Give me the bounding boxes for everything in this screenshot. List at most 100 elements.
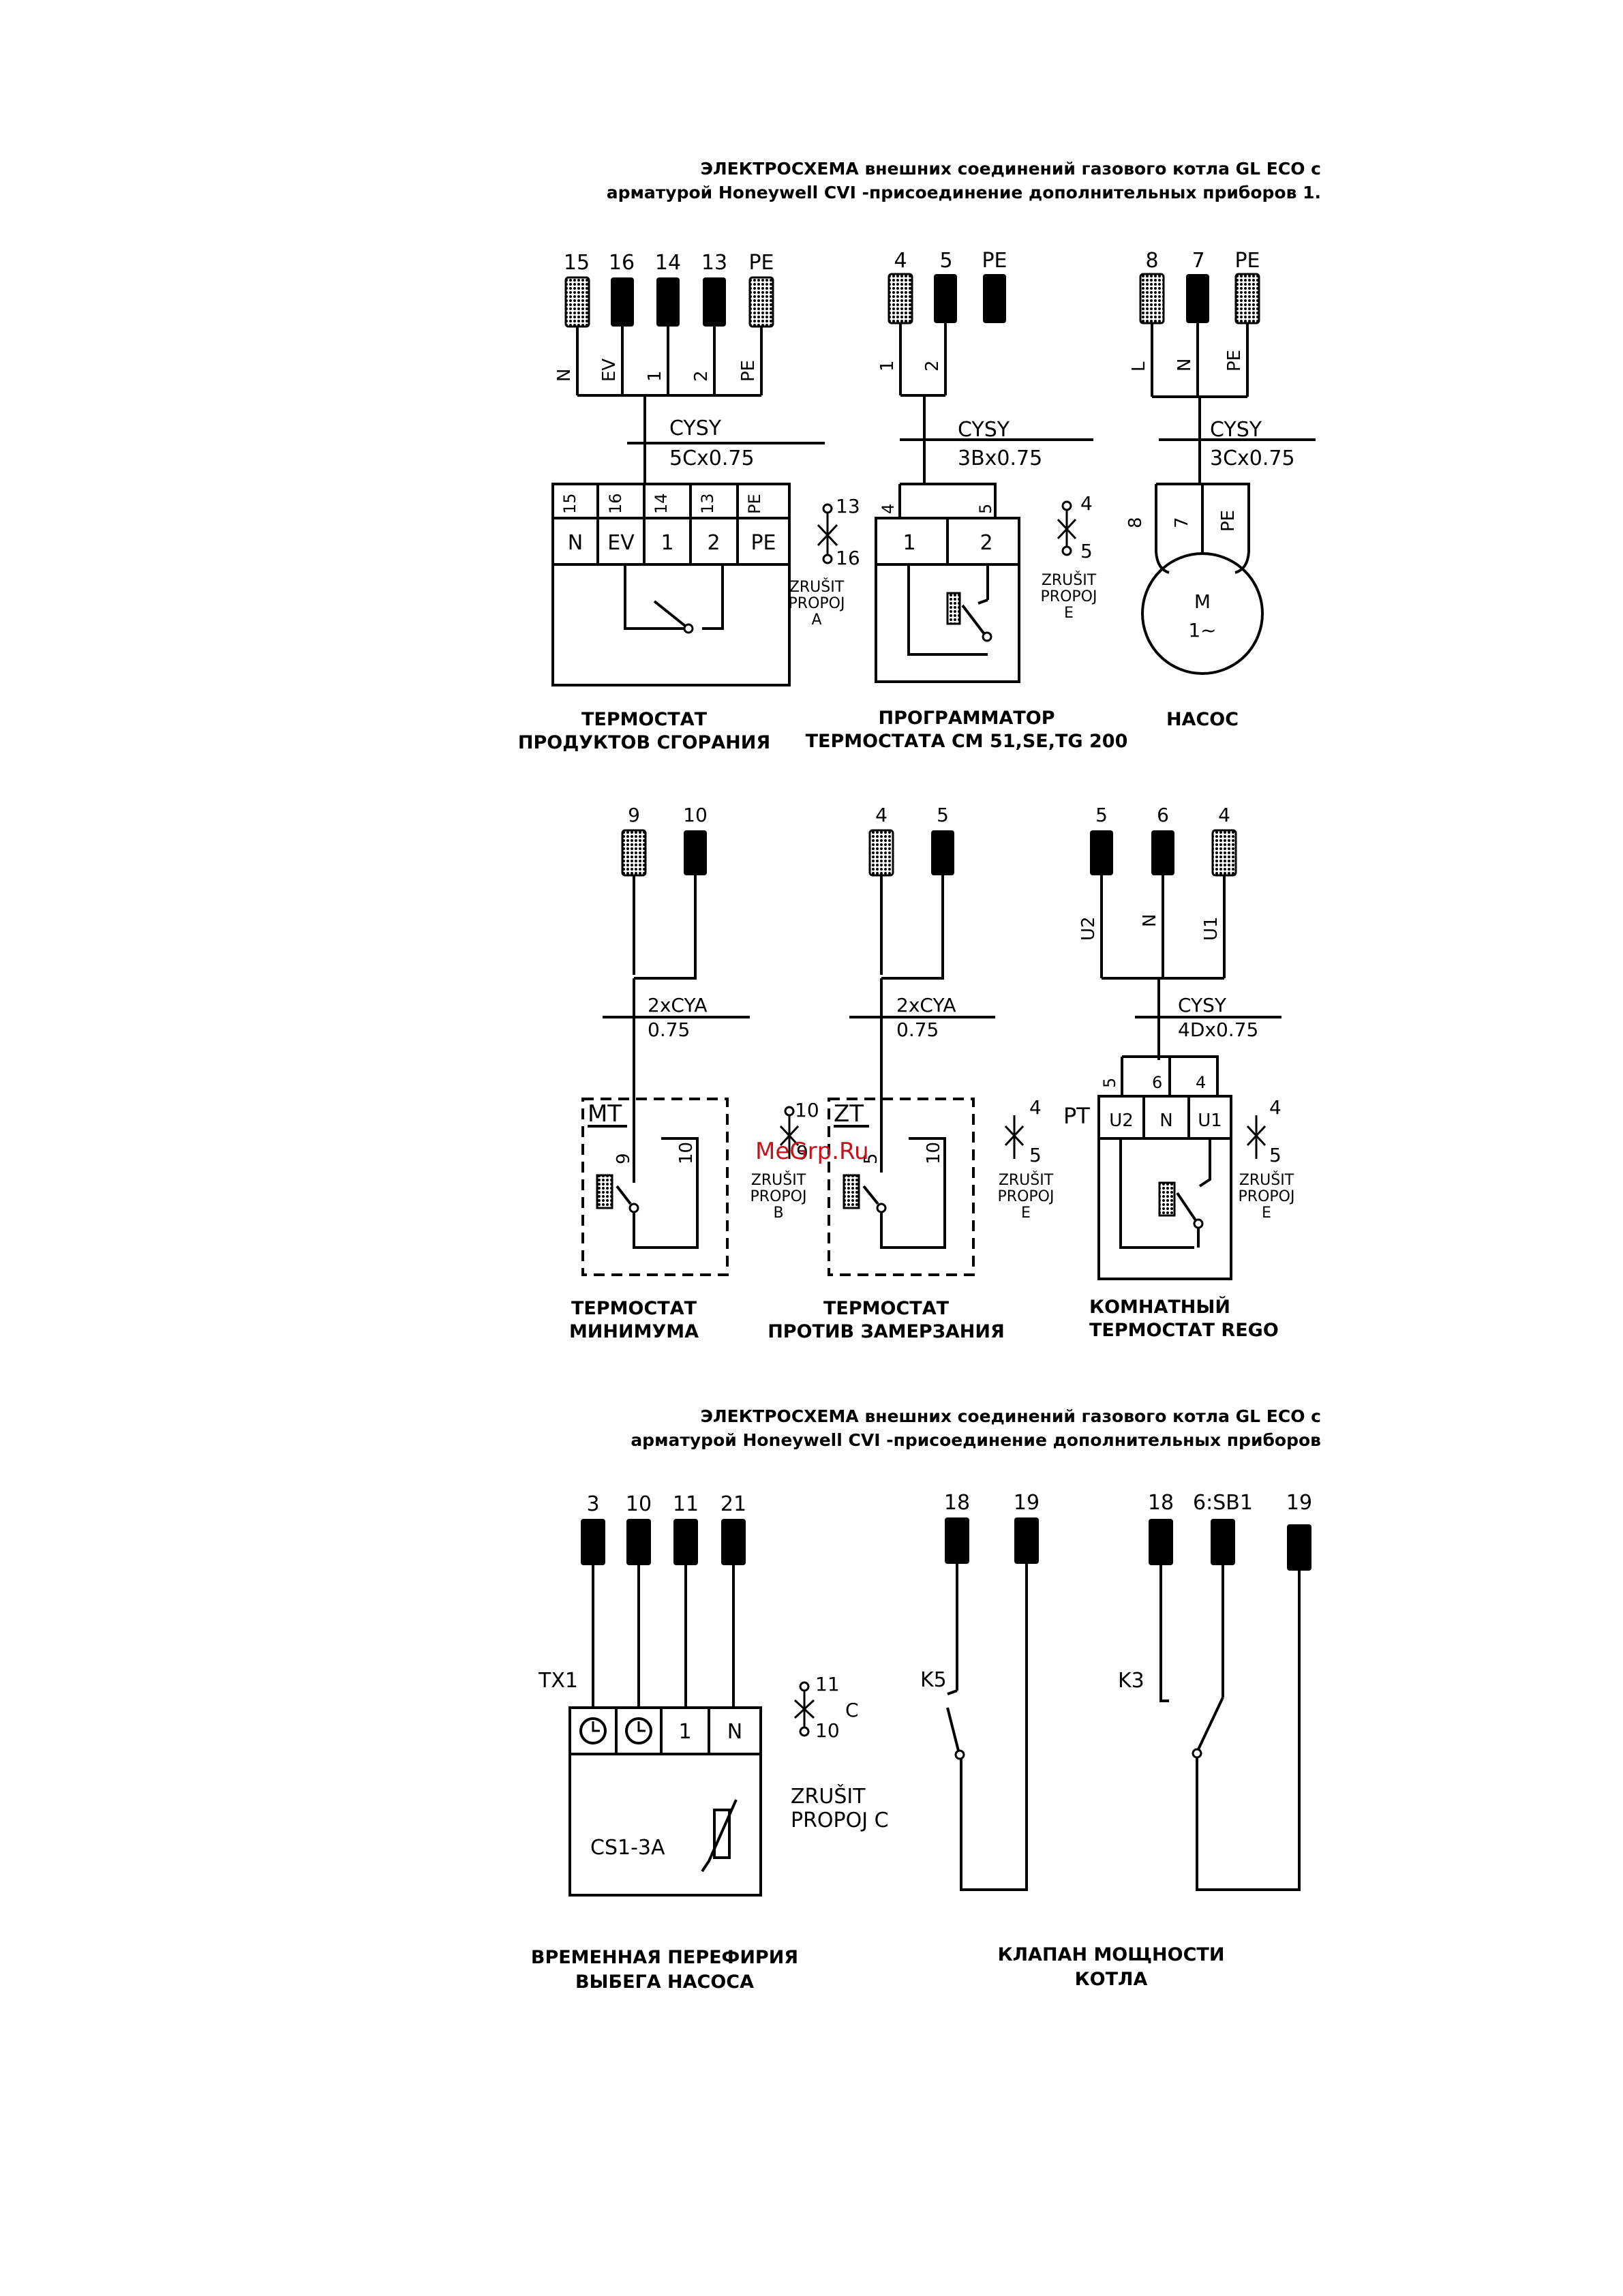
device-label: ТЕРМОСТАТА CM 51,SE,TG 200 [806,731,1128,752]
cable-spec: CYSY [1210,418,1262,442]
thermostat-box [551,483,791,686]
box-pin: 2 [707,531,720,555]
flue-terminal-label: 14 [655,251,681,275]
jumper-e-programmer: 4 5 ZRUŠIT PROPOJ E [1041,492,1097,622]
terminal-label: 19 [1014,1491,1040,1515]
box-pin: PE [1218,510,1239,532]
terminal-label: 5 [1095,804,1108,826]
terminal-label: 9 [628,804,640,826]
pump-terminal-label: 8 [1145,249,1158,273]
sensor-element [946,592,961,625]
terminal-block [1234,273,1260,324]
wire-label: U1 [1201,916,1222,941]
jumper-text: PROPOJ [1041,588,1097,605]
jumper-c: 11 C 10 ZRUŠIT PROPOJ C [791,1673,889,1832]
box-pin: 2 [980,531,992,555]
terminal-block [621,829,647,877]
cable-spec: 0.75 [648,1018,690,1041]
cable-spec: 0.75 [896,1018,939,1041]
motor-label: 1~ [1188,619,1216,641]
terminal-label: 4 [875,804,888,826]
terminal-block [656,277,680,327]
programmer-terminal-label: PE [982,249,1007,273]
cable-spec: 3Bx0.75 [958,447,1042,470]
device-label: КЛАПАН МОЩНОСТИ [998,1944,1225,1965]
pump-diagram: 8 7 PE L N PE CYSY 3Cx0.75 8 7 PE M 1~ Н… [1125,249,1316,730]
min-thermostat-diagram: 9 10 2xCYA 0.75 MT 9 10 10 9 ZRUŠIT PROP… [569,804,819,1342]
relay-label: K3 [1118,1669,1144,1693]
pump-motor-icon [1141,552,1264,675]
terminal-label: 5 [937,804,949,826]
power-valve-diagram: 18 19 K5 18 6:SB1 19 K3 КЛАПАН МОЩНОСТИ … [920,1491,1312,1990]
device-name: TX1 [538,1669,578,1693]
terminal-label: 6:SB1 [1193,1491,1253,1515]
flue-thermostat-diagram: 15 16 14 13 PE N EV 1 2 PE CYSY 5Cx0.75 … [518,251,860,753]
title1-line2: арматурой Honeywell CVI -присоединение д… [607,183,1321,202]
device-label: НАСОС [1166,709,1239,730]
terminal-block [626,1519,651,1565]
cable-spec: 3Cx0.75 [1210,447,1295,470]
thermostat-box-dashed [581,1098,729,1276]
wire-label: N [1140,914,1160,927]
box-pin: PE [745,494,764,514]
terminal-block [1149,1519,1173,1565]
wire-label: N [554,369,575,382]
box-pin: N [1159,1111,1172,1131]
cable-spec: CYSY [669,417,722,440]
terminal-block [1014,1517,1039,1564]
terminal-block [1211,1519,1235,1565]
wire-label: N [1174,359,1195,372]
pump-terminal-label: PE [1234,249,1260,273]
box-name: ZT [834,1100,864,1128]
sensor-element [1158,1181,1176,1217]
terminal-block [1186,274,1209,323]
box-pin: EV [607,531,635,555]
jumper-text: B [773,1205,783,1222]
jumper-pin: C [845,1699,859,1721]
jumper-text: ZRUŠIT [1042,571,1097,589]
cable-spec: 2xCYA [648,994,708,1016]
jumper-text: PROPOJ C [791,1809,889,1832]
box-pin: 15 [560,493,579,514]
jumper-pin: 16 [836,547,860,569]
flue-terminal-label: 15 [564,251,590,275]
device-label: КОТЛА [1075,1969,1148,1990]
motor-label: M [1194,590,1211,613]
room-thermostat-diagram: 5 6 4 U2 N U1 CYSY 4Dx0.75 5 6 4 U2 N U1… [1063,804,1294,1341]
clock-icon [625,1717,652,1744]
cable-spec: 2xCYA [896,994,956,1016]
jumper-pin: 5 [1080,540,1093,562]
terminal-block [1211,829,1237,877]
box-pin: 1 [661,531,673,555]
terminal-label: 19 [1286,1491,1312,1515]
terminal-block [888,273,913,324]
terminal-label: 4 [1218,804,1230,826]
jumper-text: PROPOJ [1239,1188,1295,1205]
jumper-e-room: 4 5 ZRUŠIT PROPOJ E [1239,1096,1295,1222]
programmer-terminal-label: 4 [894,249,907,273]
timer-cell: 1 [678,1720,691,1744]
terminal-block [931,830,954,875]
sensor-element [843,1174,860,1209]
device-label: ВРЕМЕННАЯ ПЕРЕФИРИЯ [531,1947,798,1968]
box-pin: 4 [1196,1073,1206,1092]
jumper-pin: 4 [1029,1096,1042,1119]
jumper-text: ZRUŠIT [789,578,845,596]
jumper-pin: 10 [795,1099,819,1121]
box-pin: 10 [924,1142,944,1164]
device-model: CS1-3A [590,1836,665,1860]
box-pin: 5 [861,1153,881,1164]
jumper-text: ZRUŠIT [1239,1171,1294,1189]
terminal-block [721,1519,746,1565]
box-pin: PE [750,531,776,555]
box-pin: 4 [879,504,898,514]
device-label: ПРОТИВ ЗАМЕРЗАНИЯ [768,1321,1005,1342]
jumper-text: A [811,611,821,629]
device-label: ТЕРМОСТАТ [571,1298,697,1319]
wire-label: PE [1224,350,1245,372]
jumper-text: E [1064,605,1074,622]
box-pin: 1 [902,531,915,555]
wire-label: L [1129,361,1149,372]
terminal-label: 6 [1157,804,1169,826]
